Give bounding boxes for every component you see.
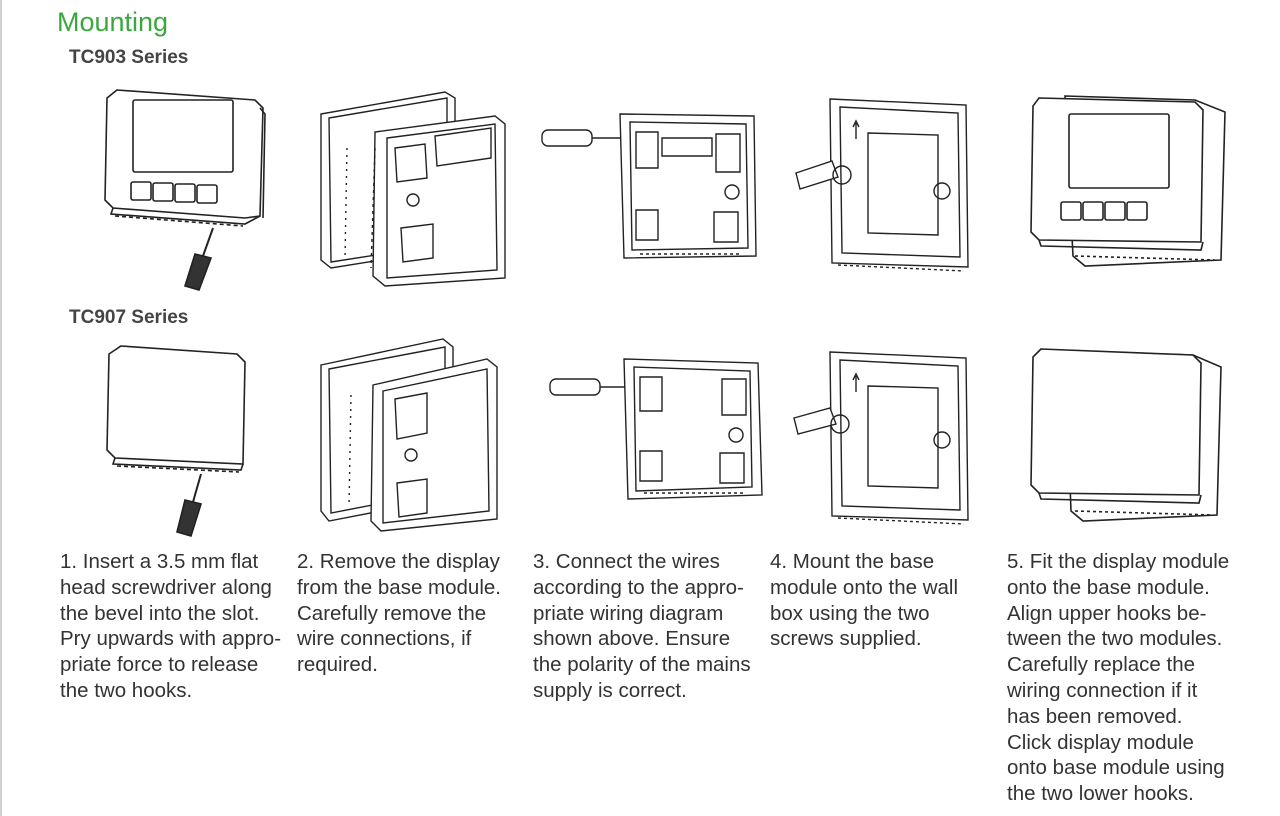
- wiring-base-icon: [541, 113, 757, 259]
- tc907-base-display-separate-figure: [315, 335, 515, 535]
- fit-display-icon: [1030, 348, 1222, 522]
- tc903-screwdriver-pry-figure: [95, 78, 275, 293]
- step-2-text: 2. Remove the display from the base modu…: [297, 550, 501, 677]
- series-label-tc903: TC903 Series: [69, 47, 189, 68]
- tc903-base-display-separate-figure: [315, 88, 515, 288]
- section-heading: Mounting: [57, 7, 169, 37]
- tc907-wiring-base-figure: [548, 355, 766, 503]
- wall-mount-base-icon: [795, 98, 969, 272]
- wall-mount-base-icon: [793, 351, 969, 525]
- tc907-wall-mount-base-figure: [788, 348, 983, 528]
- fit-display-icon: [1030, 95, 1226, 267]
- tc903-wall-mount-base-figure: [788, 95, 983, 275]
- screwdriver-pry-icon: [106, 345, 246, 537]
- step-4-text: 4. Mount the base module onto the wall b…: [770, 550, 959, 651]
- tc907-fit-display-figure: [1025, 345, 1230, 525]
- step-5-text: 5. Fit the display module onto the base …: [1007, 550, 1230, 806]
- tc903-fit-display-figure: [1025, 90, 1230, 270]
- series-label-tc907: TC907 Series: [69, 307, 189, 328]
- step-3-text: 3. Connect the wires according to the ap…: [533, 550, 751, 702]
- step-1-text: 1. Insert a 3.5 mm flat head screwdriver…: [60, 550, 282, 702]
- tc907-screwdriver-pry-figure: [95, 340, 275, 545]
- tc903-wiring-base-figure: [540, 108, 758, 268]
- screwdriver-pry-icon: [104, 89, 266, 291]
- base-display-separate-icon: [320, 338, 498, 532]
- base-display-separate-icon: [320, 91, 506, 287]
- wiring-base-icon: [549, 358, 763, 500]
- left-margin-rule: [0, 0, 2, 816]
